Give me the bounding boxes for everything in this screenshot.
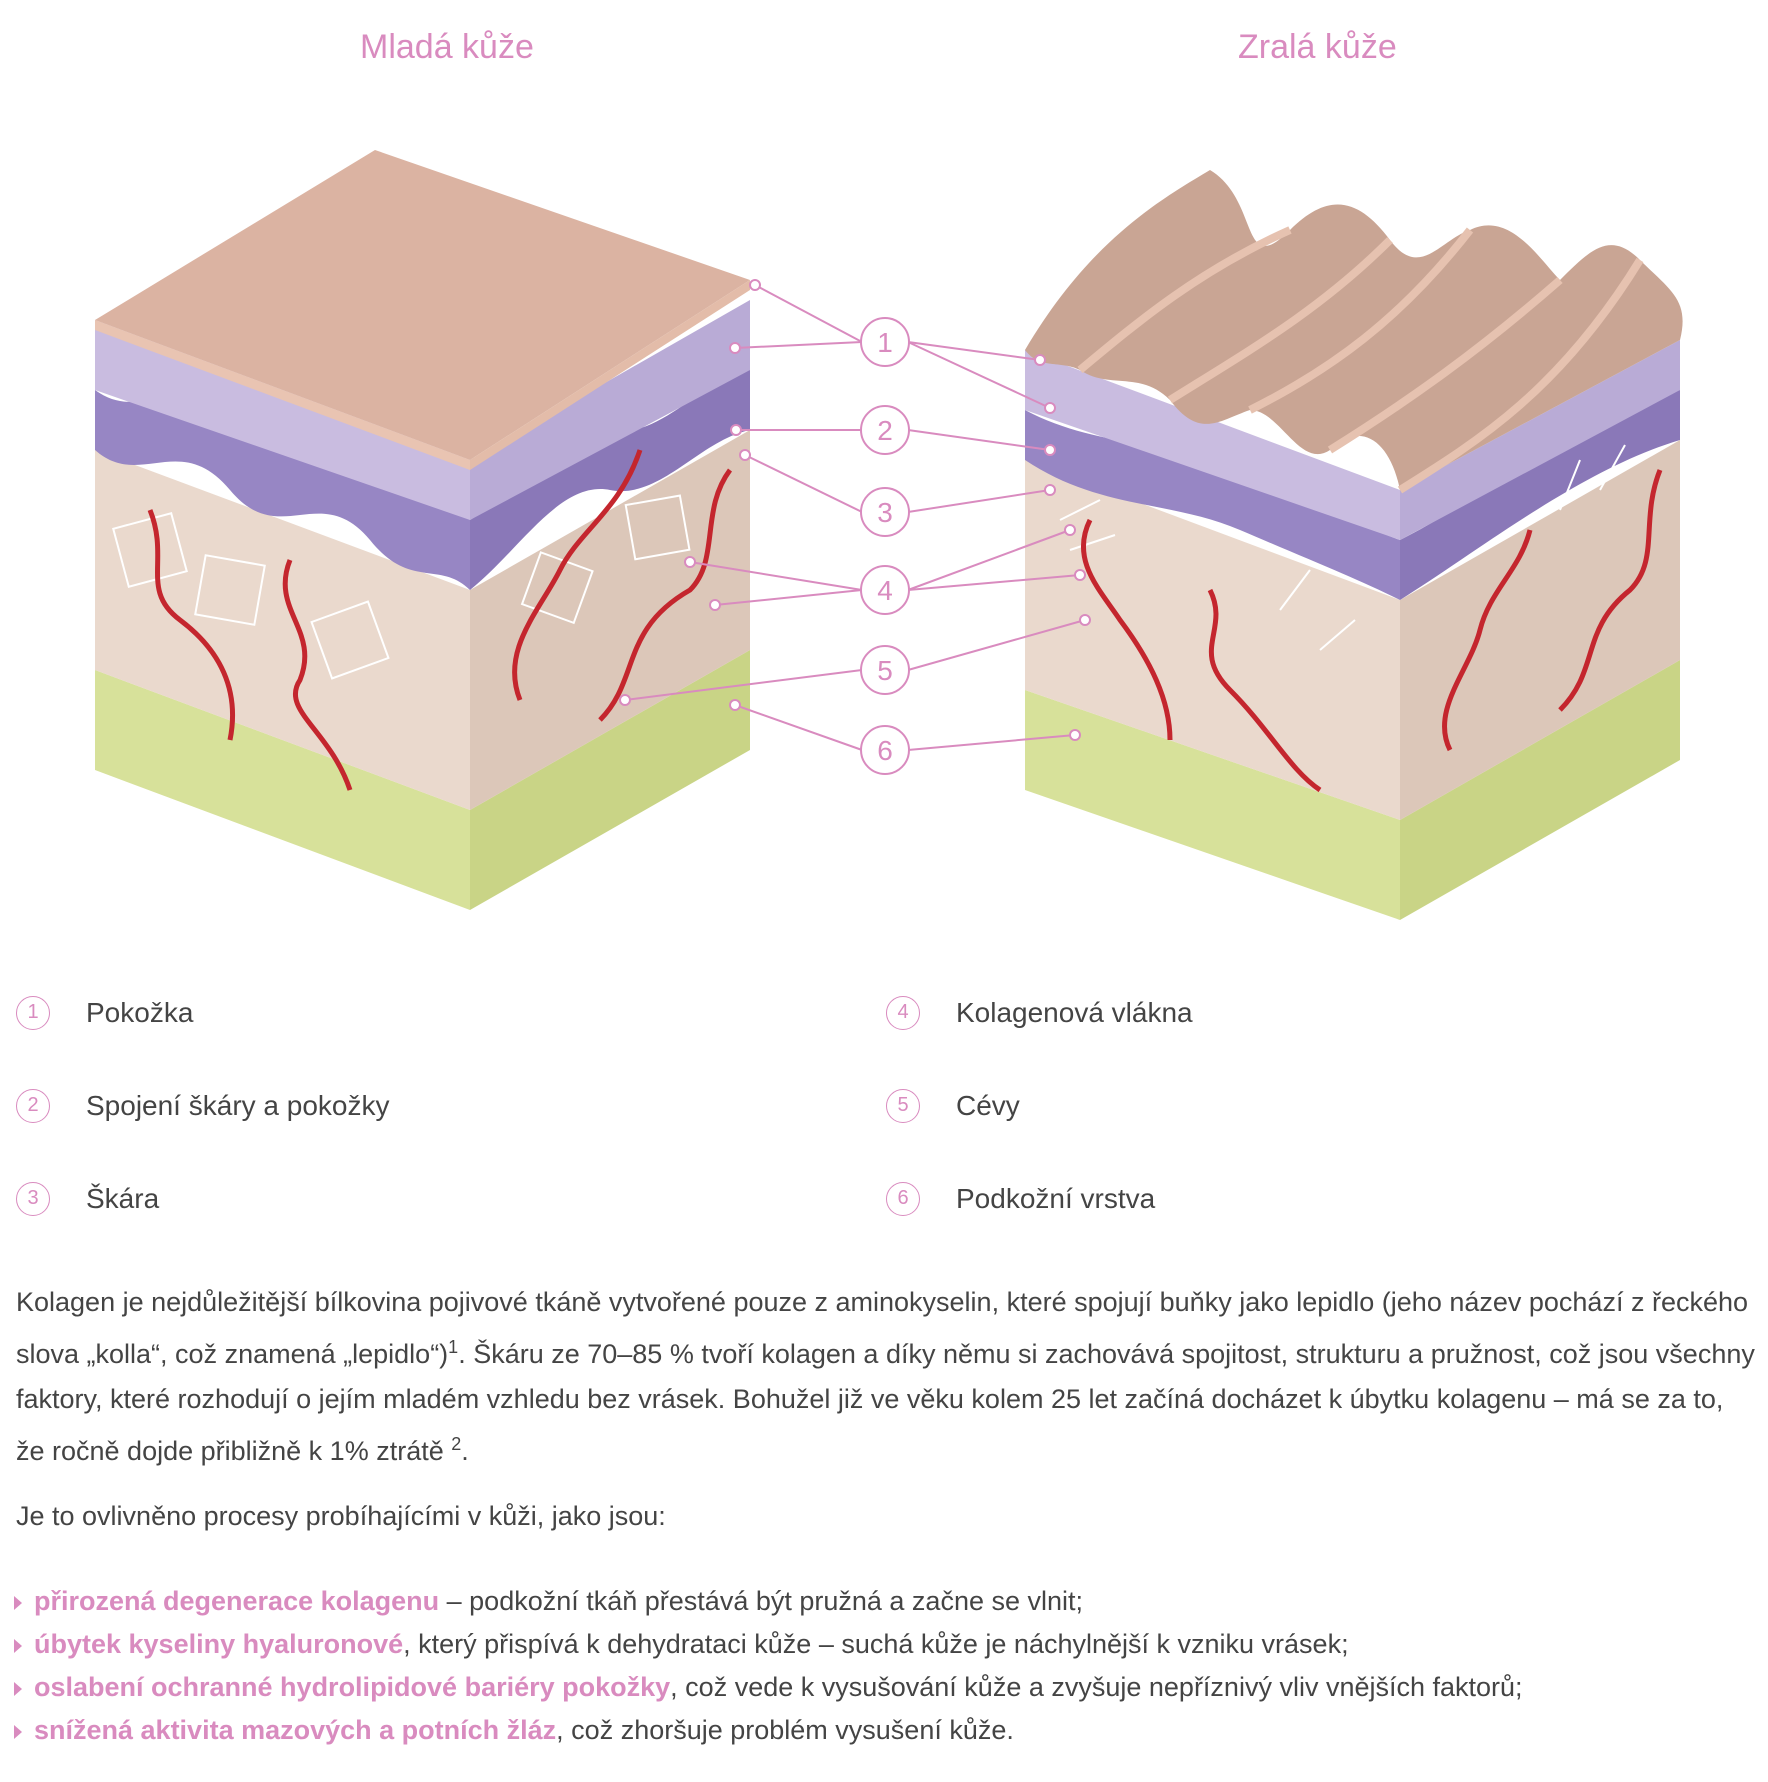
arrow-right-icon (14, 1638, 22, 1653)
callout-number-3: 3 (877, 497, 893, 528)
legend-label: Škára (86, 1182, 160, 1214)
collagen-paragraph: Kolagen je nejdůležitější bílkovina poji… (16, 1280, 1756, 1474)
callout-number-5: 5 (877, 655, 893, 686)
young-skin-surface (95, 150, 750, 460)
young-junction-right (470, 370, 750, 590)
aged-wrinkle-ridge (1397, 257, 1644, 494)
aged-skin-title: Zralá kůže (1238, 28, 1397, 66)
list-item: úbytek kyseliny hyaluronové, který přisp… (14, 1623, 1764, 1666)
paragraph-text: . Škáru ze 70–85 % tvoří kolagen a díky … (16, 1339, 1755, 1466)
aged-epidermis-left (1025, 350, 1400, 540)
legend-left: 1 Pokožka 2 Spojení škáry a pokožky 3 Šk… (16, 966, 776, 1245)
processes-intro: Je to ovlivněno procesy probíhajícími v … (16, 1501, 666, 1531)
young-dermis-left (95, 450, 470, 810)
aged-subcutis-left (1025, 690, 1400, 920)
young-collagen-mesh (194, 554, 266, 626)
young-collagen-mesh (310, 600, 390, 680)
aged-epidermis-right (1400, 340, 1680, 540)
legend-item: 1 Pokožka (16, 966, 776, 1059)
legend-number: 4 (886, 995, 920, 1030)
list-item-text: – podkožní tkáň přestává být pružná a za… (439, 1586, 1084, 1616)
legend-number: 2 (16, 1088, 50, 1123)
legend-number: 3 (16, 1181, 50, 1216)
aged-blood-vessel (1558, 469, 1663, 712)
young-epidermis-right (470, 300, 750, 520)
aged-wrinkle-ridge (1167, 237, 1393, 404)
aged-blood-vessel (1207, 588, 1322, 793)
list-item-highlight: úbytek kyseliny hyaluronové (34, 1629, 404, 1659)
legend-label: Podkožní vrstva (956, 1182, 1156, 1214)
paragraph-text: . (461, 1436, 469, 1466)
callout-circle-6 (860, 725, 910, 775)
young-blood-vessel (512, 449, 643, 701)
callout-dots (619, 279, 1091, 741)
callout-number-6: 6 (877, 735, 893, 766)
callout-circle-3 (860, 487, 910, 537)
aged-junction-right (1400, 390, 1680, 600)
aged-dermis-right (1400, 440, 1680, 820)
legend-label: Spojení škáry a pokožky (86, 1089, 390, 1121)
legend-item: 2 Spojení škáry a pokožky (16, 1059, 776, 1152)
young-skin-block (95, 150, 750, 910)
aged-subcutis-right (1400, 660, 1680, 920)
aged-junction-left (1025, 410, 1400, 600)
arrow-right-icon (14, 1681, 22, 1696)
aged-collagen-strand (1059, 444, 1626, 651)
footnote-ref[interactable]: 2 (451, 1434, 462, 1454)
young-dermis-right (470, 430, 750, 810)
list-item-text: , což vede k vysušování kůže a zvyšuje n… (670, 1672, 1523, 1702)
young-blood-vessel (598, 468, 733, 722)
legend-item: 6 Podkožní vrstva (886, 1152, 1646, 1245)
aged-skin-block (1025, 170, 1683, 920)
legend-item: 3 Škára (16, 1152, 776, 1245)
list-item-text: , což zhoršuje problém vysušení kůže. (556, 1715, 1014, 1745)
young-subcutis-right (470, 650, 750, 910)
legend-item: 4 Kolagenová vlákna (886, 966, 1646, 1059)
legend-item: 5 Cévy (886, 1059, 1646, 1152)
legend-label: Kolagenová vlákna (956, 996, 1193, 1028)
callout-lines (624, 284, 1086, 751)
list-item-text: , který přispívá k dehydrataci kůže – su… (403, 1629, 1349, 1659)
list-item: přirozená degenerace kolagenu – podkožní… (14, 1580, 1764, 1623)
list-item: snížená aktivita mazových a potních žláz… (14, 1709, 1764, 1752)
callout-circle-2 (860, 405, 910, 455)
callout-number-2: 2 (877, 415, 893, 446)
young-skin-title: Mladá kůže (360, 28, 534, 66)
legend-label: Pokožka (86, 996, 194, 1028)
callout-circle-5 (860, 645, 910, 695)
legend-label: Cévy (956, 1089, 1020, 1121)
callout-number-1: 1 (877, 327, 893, 358)
aged-blood-vessel (1442, 529, 1533, 752)
young-collagen-mesh (624, 494, 691, 561)
young-blood-vessel (282, 559, 353, 791)
young-junction-left (95, 390, 470, 590)
legend-number: 6 (886, 1181, 920, 1216)
list-item-highlight: oslabení ochranné hydrolipidové bariéry … (34, 1672, 671, 1702)
young-skin-surface-edge-right (470, 280, 750, 470)
callout-circle-1 (860, 317, 910, 367)
legend-number: 1 (16, 995, 50, 1030)
list-item-highlight: přirozená degenerace kolagenu (34, 1586, 440, 1616)
aged-blood-vessel (1080, 518, 1173, 741)
young-epidermis-left (95, 320, 470, 520)
callout-number-4: 4 (877, 575, 893, 606)
callout-circles: 1 2 3 4 5 6 (860, 317, 910, 775)
aged-wrinkle-ridge (1077, 226, 1292, 374)
legend-number: 5 (886, 1088, 920, 1123)
young-subcutis-left (95, 670, 470, 910)
processes-list: přirozená degenerace kolagenu – podkožní… (14, 1580, 1764, 1752)
young-skin-surface-edge (95, 320, 470, 470)
young-blood-vessel (147, 509, 236, 741)
aged-wrinkle-ridge (1327, 276, 1563, 454)
list-item: oslabení ochranné hydrolipidové bariéry … (14, 1666, 1764, 1709)
list-item-highlight: snížená aktivita mazových a potních žláz (34, 1715, 557, 1745)
legend-right: 4 Kolagenová vlákna 5 Cévy 6 Podkožní vr… (886, 966, 1646, 1245)
footnote-ref[interactable]: 1 (448, 1337, 459, 1357)
arrow-right-icon (14, 1724, 22, 1739)
paragraph-text: Kolagen je nejdůležitější bílkovina poji… (16, 1287, 1749, 1369)
skin-layers-diagram: 1 2 3 4 5 6 (95, 150, 1683, 920)
arrow-right-icon (14, 1595, 22, 1610)
aged-wrinkle-ridge (1248, 227, 1474, 414)
callout-circle-4 (860, 565, 910, 615)
